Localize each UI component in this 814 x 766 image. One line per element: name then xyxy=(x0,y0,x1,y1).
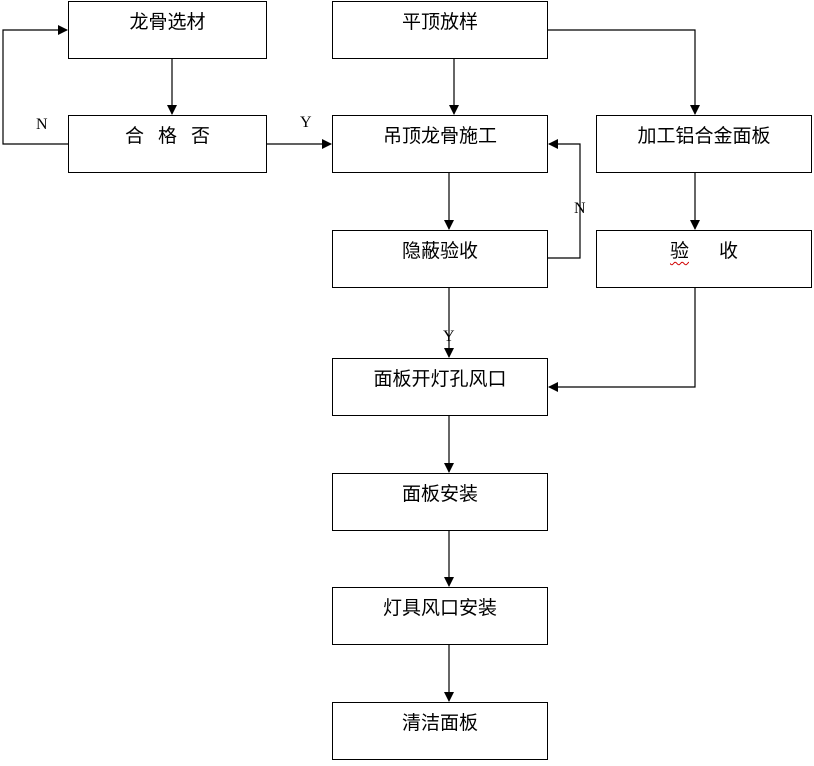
arrow-layout-to-panel xyxy=(548,29,700,115)
node-qualified: 合格否 xyxy=(68,115,267,173)
node-clean-panel: 清洁面板 xyxy=(332,702,548,760)
node-clean-panel-label: 清洁面板 xyxy=(401,712,478,734)
arrow-accept-to-holes xyxy=(548,288,696,392)
arrow-qualified-no-loop xyxy=(2,25,68,145)
node-accept: 验 收 xyxy=(596,230,812,288)
node-keel-select: 龙骨选材 xyxy=(68,1,267,59)
node-concealed-accept: 隐蔽验收 xyxy=(332,230,548,288)
edge-label-no-left: N xyxy=(36,116,48,133)
node-process-panel: 加工铝合金面板 xyxy=(596,115,812,173)
node-panel-install: 面板安装 xyxy=(332,473,548,531)
node-accept-label-1: 验 xyxy=(669,240,689,262)
edge-label-no-right: N xyxy=(574,200,586,217)
arrow-concealed-no-loop xyxy=(548,139,581,259)
node-panel-install-label: 面板安装 xyxy=(401,483,478,505)
node-panel-holes-label: 面板开灯孔风口 xyxy=(373,368,507,390)
node-concealed-accept-label: 隐蔽验收 xyxy=(401,240,478,262)
node-keel-select-label: 龙骨选材 xyxy=(129,11,206,33)
node-ceiling-keel: 吊顶龙骨施工 xyxy=(332,115,548,173)
node-accept-label-2: 收 xyxy=(719,240,739,262)
node-lamp-install-label: 灯具风口安装 xyxy=(382,597,497,619)
node-panel-holes: 面板开灯孔风口 xyxy=(332,358,548,416)
edge-label-yes-left: Y xyxy=(300,114,312,131)
node-lamp-install: 灯具风口安装 xyxy=(332,587,548,645)
node-flat-layout-label: 平顶放样 xyxy=(401,11,478,33)
node-flat-layout: 平顶放样 xyxy=(332,1,548,59)
node-process-panel-label: 加工铝合金面板 xyxy=(637,125,771,147)
node-qualified-label: 合格否 xyxy=(124,125,224,147)
node-ceiling-keel-label: 吊顶龙骨施工 xyxy=(382,125,497,147)
edge-label-yes-down: Y xyxy=(443,328,455,345)
